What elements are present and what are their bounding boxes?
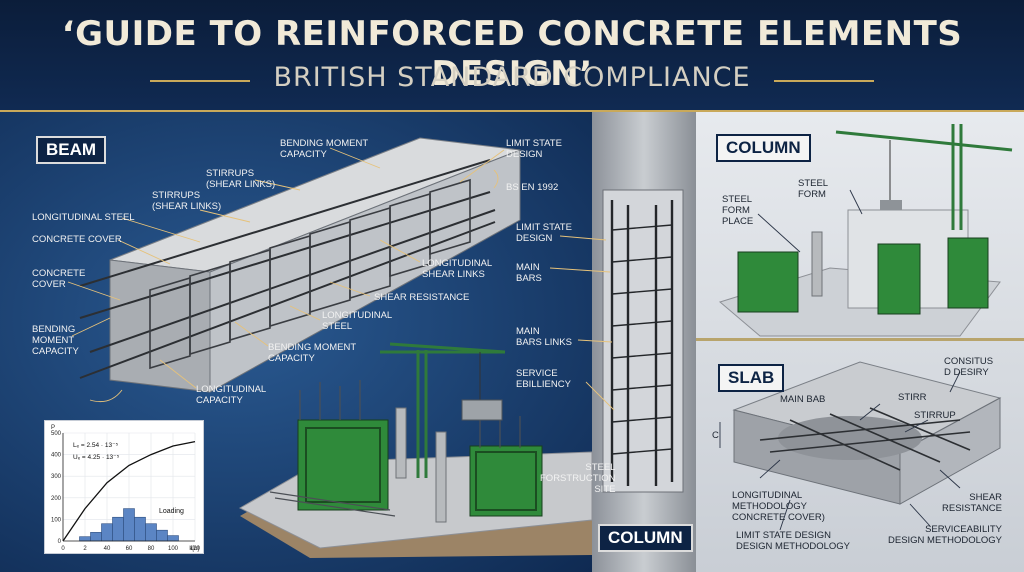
label-shear-resistance: SHEAR RESISTANCE <box>374 292 470 303</box>
chart-x-tick: 120 <box>190 546 201 552</box>
chart-x-tick: 0 <box>61 546 65 552</box>
chart-y-tick: 500 <box>51 431 62 437</box>
chart-x-tick: 80 <box>148 546 155 552</box>
crane-right <box>835 124 1013 230</box>
label-c: C <box>712 430 719 441</box>
title-rule-right <box>774 80 874 82</box>
label-consitus: CONSITUS D DESIRY <box>944 356 994 378</box>
chart-y-tick: 0 <box>58 539 62 545</box>
label-long-steel-2: LONGITUDINAL STEEL <box>322 310 393 332</box>
label-steel-form: STEEL FORM <box>798 178 829 200</box>
tag-beam: BEAM <box>36 136 107 164</box>
chart-bar <box>79 536 91 542</box>
chart-bar <box>90 532 102 542</box>
label-long-steel: LONGITUDINAL STEEL <box>32 212 135 223</box>
chart-x-tick: 40 <box>104 546 111 552</box>
formwork-scene <box>718 124 1013 337</box>
right-leaders <box>719 189 961 531</box>
chart-x-tick: 2 <box>83 546 87 552</box>
label-long-method: LONGITUDINAL METHODOLOGY CONCRETE COVER) <box>732 490 825 523</box>
label-serviceability: SERVICEABILITY DESIGN METHODOLOGY <box>888 524 1003 546</box>
chart-bar <box>101 523 113 542</box>
tag-column-mid: COLUMN <box>598 524 693 552</box>
chart-bar <box>112 516 124 542</box>
chart-y-tick: 200 <box>51 496 62 502</box>
chart-formula-2: Uₑ = 4.25 · 13⁻⁵ <box>73 454 120 461</box>
chart-bar <box>167 535 179 542</box>
crane-center <box>380 342 506 478</box>
label-limit-state-slab: LIMIT STATE DESIGN DESIGN METHODOLOGY <box>736 530 851 552</box>
label-stirrup: STIRRUP <box>914 410 956 421</box>
column-illustration <box>602 189 684 493</box>
chart-y-tick: 100 <box>51 517 62 523</box>
page-subtitle: BRITISH STANDARD COMPLIANCE <box>273 62 751 93</box>
label-main-bars: MAIN BARS <box>516 262 542 284</box>
label-bending-top: BENDING MOMENT CAPACITY <box>280 138 369 160</box>
label-bending-mid: BENDING MOMENT CAPACITY <box>268 342 357 364</box>
page-title: ‘GUIDE TO REINFORCED CONCRETE ELEMENTS D… <box>61 14 963 94</box>
label-limit-state-column: LIMIT STATE DESIGN <box>516 222 572 244</box>
slab-illustration <box>732 361 1002 505</box>
chart-xlabel: k[n] <box>189 546 199 552</box>
label-concrete-cover-2: CONCRETE COVER <box>32 268 86 290</box>
chart-annotation: Loading <box>159 508 184 515</box>
column-leaders <box>549 235 615 411</box>
right-panel <box>696 112 1024 572</box>
chart-ylabel: P <box>51 425 55 431</box>
label-limit-state-beam: LIMIT STATE DESIGN <box>506 138 562 160</box>
label-concrete-cover-1: CONCRETE COVER <box>32 234 122 245</box>
header-banner: ‘GUIDE TO REINFORCED CONCRETE ELEMENTS D… <box>0 0 1024 112</box>
label-main-bab: MAIN BAB <box>780 394 826 405</box>
label-bs-en: BS EN 1992 <box>506 182 559 193</box>
chart-canvas: 0 2 40 60 80 100 120 500 400 300 200 100 0 Pk[n] Lₑ = … <box>51 425 201 552</box>
tag-column-right: COLUMN <box>716 134 811 162</box>
chart-curve <box>62 441 196 542</box>
chart-bar <box>145 523 157 542</box>
label-stirrups-2: STIRRUPS (SHEAR LINKS) <box>152 190 222 212</box>
chart-bar <box>123 508 135 542</box>
beam-illustration <box>79 137 521 393</box>
tag-slab: SLAB <box>718 364 785 392</box>
beam-leaders <box>67 147 505 403</box>
chart-x-tick: 60 <box>126 546 133 552</box>
label-main-bars-links: MAIN BARS LINKS <box>516 326 572 348</box>
label-service: SERVICE EBILLIENCY <box>516 368 571 390</box>
label-steel-site: STEEL FORSTRUCTION SITE <box>540 462 616 495</box>
chart-y-tick: 300 <box>51 474 62 480</box>
title-rule-left <box>150 80 250 82</box>
label-steel-form-place: STEEL FORM PLACE <box>722 194 754 227</box>
chart-y-tick: 400 <box>51 453 62 459</box>
label-shear-res: SHEAR RESISTANCE <box>942 492 1003 514</box>
chart-bar <box>156 529 168 542</box>
construction-site <box>238 342 593 558</box>
right-divider <box>696 338 1024 341</box>
chart-bar <box>134 516 146 542</box>
chart-x-tick: 100 <box>168 546 179 552</box>
label-stirr: STIRR <box>898 392 927 403</box>
chart-formula-1: Lₑ = 2.54 · 13⁻⁵ <box>73 442 119 449</box>
label-bending-left: BENDING MOMENT CAPACITY <box>32 324 79 357</box>
label-long-capacity: LONGITUDINAL CAPACITY <box>196 384 267 406</box>
label-stirrups-1: STIRRUPS (SHEAR LINKS) <box>206 168 276 190</box>
label-long-shear: LONGITUDINAL SHEAR LINKS <box>422 258 493 280</box>
